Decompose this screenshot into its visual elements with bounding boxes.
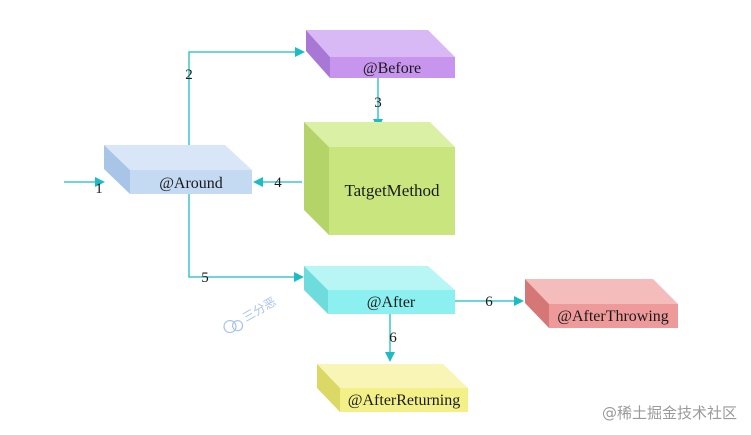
node-after-throwing: @AfterThrowing: [525, 279, 678, 328]
node-around-label: @Around: [159, 175, 223, 192]
step-labels: 1 2 3 4 5 6 6: [95, 67, 493, 346]
step-label-6-returning: 6: [389, 330, 397, 346]
node-after-returning: @AfterReturning: [317, 364, 468, 412]
step-label-5: 5: [201, 270, 209, 286]
node-after-label: @After: [367, 294, 416, 311]
node-before: @Before: [306, 30, 455, 78]
arrow-step-5: [188, 194, 304, 282]
connectors: [64, 47, 524, 362]
node-target-method: TatgetMethod: [304, 122, 455, 235]
node-after-throwing-label: @AfterThrowing: [557, 308, 669, 325]
step-label-3: 3: [374, 95, 382, 111]
watermark-juejin: @稀土掘金技术社区: [602, 404, 737, 422]
arrow-step-2: [188, 47, 305, 145]
step-label-1: 1: [95, 181, 103, 197]
step-label-4: 4: [274, 175, 282, 191]
node-before-label: @Before: [363, 60, 421, 77]
watermark-author-text: 三分恶: [240, 294, 278, 324]
node-around: @Around: [104, 145, 252, 194]
watermark-author: 三分恶: [223, 294, 279, 334]
wechat-icon: [223, 319, 237, 334]
node-target-method-label: TatgetMethod: [344, 181, 440, 200]
step-label-2: 2: [185, 67, 193, 83]
node-after: @After: [304, 266, 455, 314]
node-after-returning-label: @AfterReturning: [348, 392, 460, 409]
step-label-6-throwing: 6: [485, 294, 493, 310]
